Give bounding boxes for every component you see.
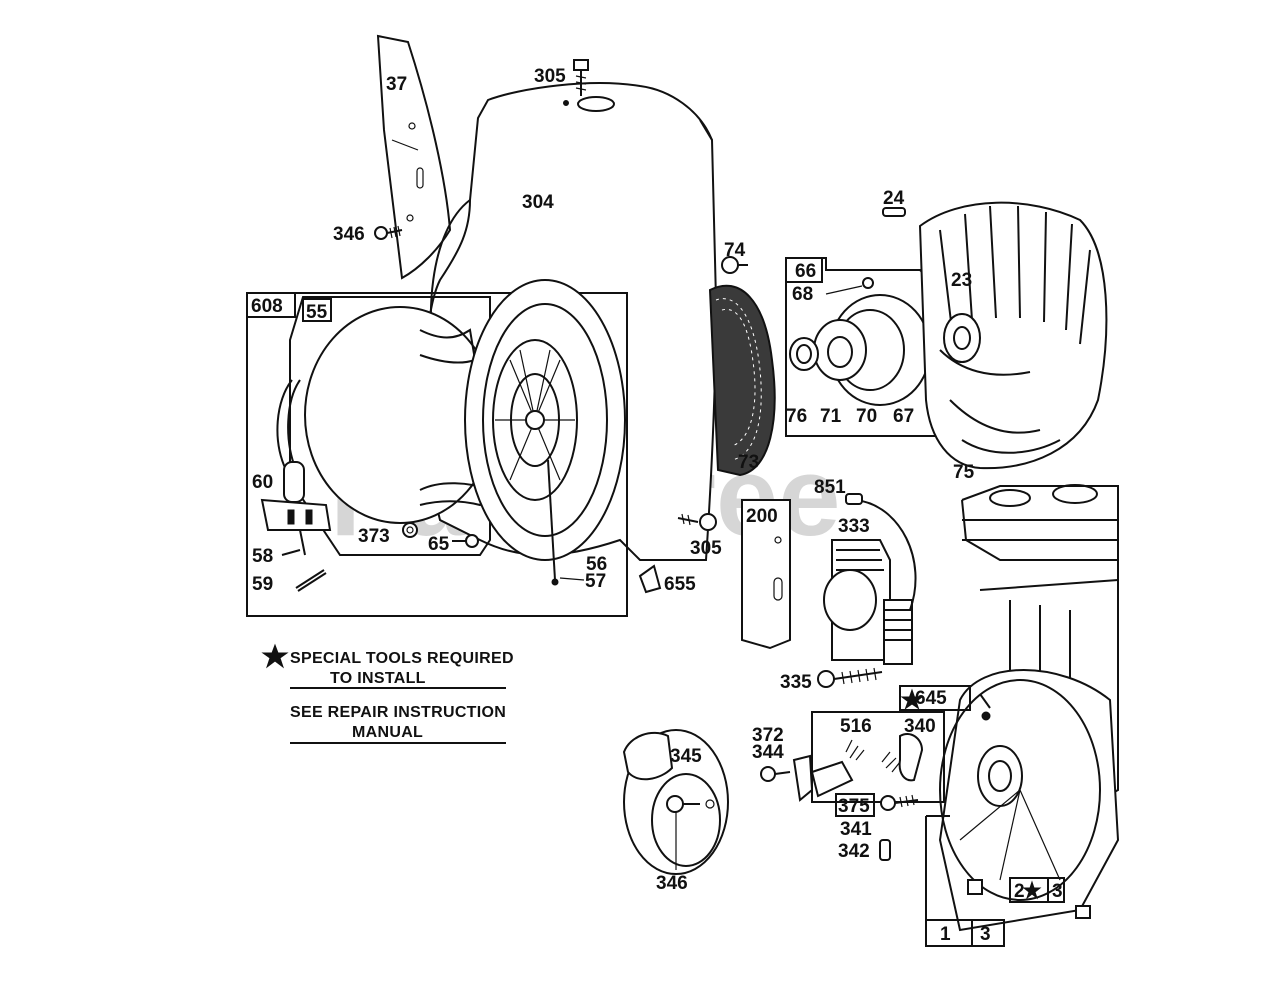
label-342: 342 [838,841,870,862]
part-60-starter-grip [276,379,305,503]
label-340: 340 [904,716,936,737]
label-3a: 3 [1052,881,1063,902]
label-66: 66 [795,261,816,282]
note-repair-line2: MANUAL [352,724,423,741]
label-58: 58 [252,546,273,567]
label-55: 55 [306,302,328,323]
star-icon-note [261,643,289,669]
part-65-screw [452,534,479,548]
label-3b: 3 [980,924,991,945]
label-344: 344 [752,742,784,763]
label-76: 76 [786,406,807,427]
label-305-top: 305 [534,66,566,87]
part-335-screw [817,667,883,688]
label-608: 608 [251,296,283,317]
part-23-flywheel [918,201,1108,470]
label-304: 304 [522,192,554,213]
label-68: 68 [792,284,813,305]
label-346-left: 346 [333,224,365,245]
label-2: 2 [1014,881,1025,902]
part-345-brake-cup [622,729,729,875]
note-special-tools-line1: SPECIAL TOOLS REQUIRED [290,650,514,667]
notes-block [261,643,506,744]
label-372: 372 [752,725,784,746]
engine-block [938,484,1120,932]
label-56: 56 [586,554,607,575]
star-icon-645 [900,688,924,710]
label-305-mid: 305 [690,538,722,559]
part-333-armature [823,493,917,665]
part-1-3-box [925,815,1005,947]
label-200: 200 [746,506,778,527]
part-73-rotating-screen [708,284,776,477]
part-346-screw-left [374,225,403,240]
part-200-bracket [741,499,791,650]
part-58-handle [260,498,332,556]
label-375: 375 [838,796,870,817]
label-335: 335 [780,672,812,693]
label-75: 75 [953,462,975,483]
label-65: 65 [428,534,450,555]
part-59-pin [295,569,327,592]
part-74-bolt [721,256,748,274]
label-373: 373 [358,526,390,547]
note-repair-line1: SEE REPAIR INSTRUCTION [290,704,506,721]
label-655: 655 [664,574,696,595]
label-24: 24 [883,188,905,209]
part-373-nut [402,522,418,538]
label-73: 73 [738,452,759,473]
part-655-clip [638,564,662,594]
label-59: 59 [252,574,273,595]
label-341: 341 [840,819,872,840]
part-2-3-box [1009,877,1065,903]
label-74: 74 [724,240,746,261]
label-333: 333 [838,516,870,537]
label-23: 23 [951,270,972,291]
label-67: 67 [893,406,914,427]
kit-608-box [246,292,628,617]
label-345: 345 [670,746,702,767]
label-851: 851 [814,477,846,498]
label-70: 70 [856,406,877,427]
starter-pulley [464,279,626,586]
label-1: 1 [940,924,951,945]
label-645-box [899,685,971,711]
part-305-screw-mid [677,513,717,531]
part-37-baffle [376,34,452,280]
label-645: 645 [915,688,947,709]
label-57: 57 [585,571,606,592]
label-71: 71 [820,406,842,427]
label-37: 37 [386,74,407,95]
part-24-key [882,207,906,217]
part-305-screw-top [573,59,589,96]
label-346-bottom: 346 [656,873,688,894]
note-special-tools-line2: TO INSTALL [330,670,426,687]
label-516: 516 [840,716,872,737]
brake-assembly [760,711,945,861]
label-60: 60 [252,472,273,493]
label-375-box [835,793,875,817]
